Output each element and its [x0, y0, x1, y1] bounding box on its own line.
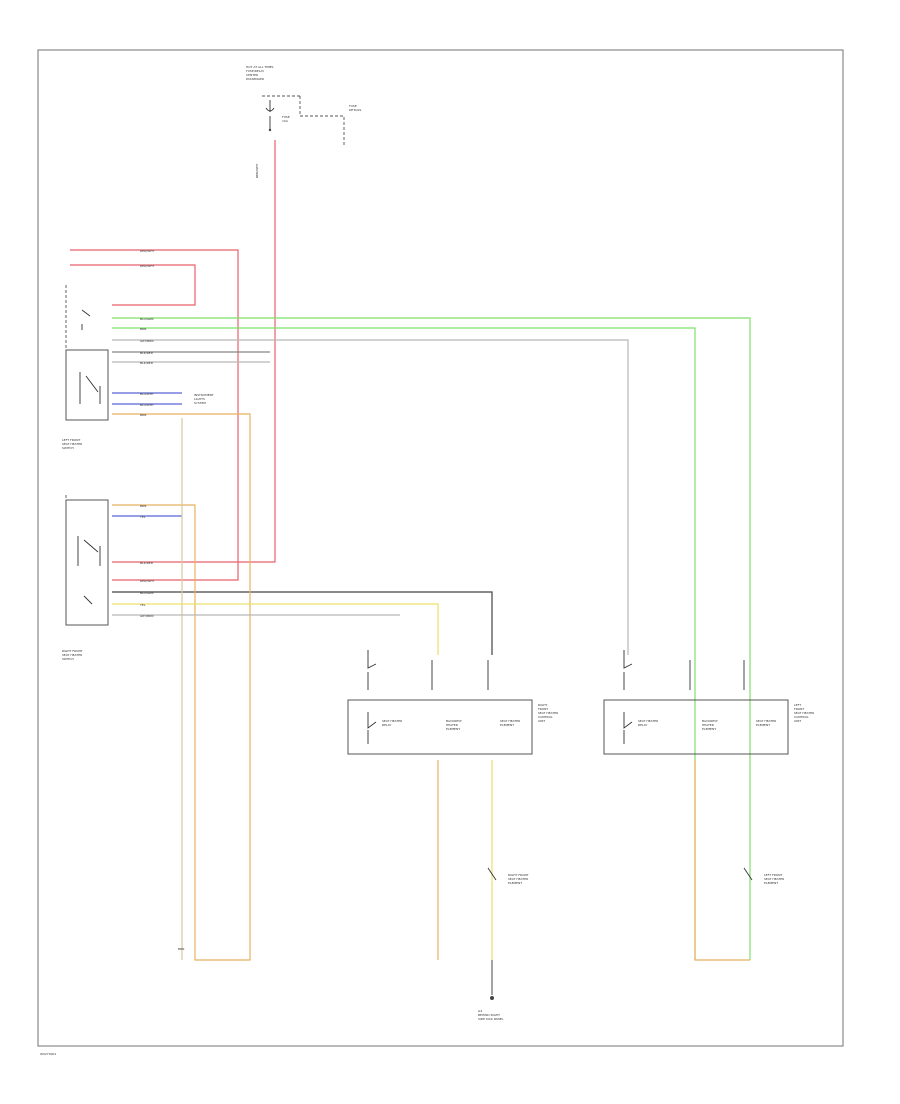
wire-tag: RED/WHT	[140, 249, 155, 253]
fuse-box-outline	[262, 95, 345, 146]
wire-tag: BLU/GRN	[140, 317, 153, 321]
right-element-icon	[487, 867, 497, 881]
left-switch-contact-icon	[79, 372, 101, 404]
gray-wire-a	[112, 339, 629, 655]
orange-return-wire	[112, 413, 251, 961]
wire-tag: BRN	[140, 413, 146, 417]
diagram-frame	[37, 49, 844, 1047]
left-module-box	[603, 699, 789, 755]
fuse-icon	[265, 100, 275, 132]
right-switch-inner	[65, 499, 109, 626]
left-switch-lamp-icon	[81, 309, 91, 330]
wire-tag: BLU/GRN	[140, 591, 153, 595]
wire-tag: YEL	[140, 603, 146, 607]
wire-tag: BLK/RED	[140, 351, 154, 355]
left-switch-inner	[65, 349, 109, 421]
wire-tag: BRN	[140, 327, 146, 331]
wires	[70, 140, 751, 961]
left-switch-outline	[65, 285, 108, 421]
red-feed-wire	[112, 140, 276, 563]
blk-wire-right	[112, 591, 493, 655]
wire-tags: RED/WHT RED/WHT BLU/GRN BRN GRY/BRN BLK/…	[140, 249, 184, 951]
wire-tag: BRN	[178, 947, 184, 951]
wire-tag: RED/WHT	[140, 264, 155, 268]
wire-tag: BRN	[140, 504, 146, 508]
wire-tag: RED/WHT	[140, 579, 155, 583]
right-module-box	[347, 699, 533, 755]
footer-code: W0274001	[40, 1052, 56, 1056]
left-module-relay-icon	[623, 712, 633, 744]
right-module-relay-icon	[367, 712, 377, 744]
right-switch-contact-icon	[77, 536, 101, 566]
wire-tag: BLU/WHT	[140, 392, 154, 396]
wire-tag: BLK/RED	[140, 361, 154, 365]
right-switch-lamp-icon	[83, 595, 93, 605]
left-module-input-switch-icon	[623, 650, 633, 690]
ground-icon	[490, 996, 494, 1000]
green-wire-b	[112, 327, 696, 960]
left-element-icon	[743, 867, 753, 881]
wire-tag-feed: RED/WHT	[255, 163, 259, 178]
right-switch-outline	[65, 495, 108, 626]
wire-tag: BLU/WHT	[140, 403, 154, 407]
right-module-input-switch-icon	[367, 650, 377, 690]
wire-tag: YEL	[140, 515, 146, 519]
yellow-wire-right	[112, 603, 439, 655]
green-wire-a	[112, 317, 751, 960]
left-module-out-orange	[694, 760, 750, 961]
wire-tag: GRY/BRN	[140, 614, 153, 618]
wire-tag: BLK/RED	[140, 561, 154, 565]
wire-tag: GRY/BRN	[140, 339, 153, 343]
red-wht-loop-b	[70, 264, 196, 306]
red-wht-loop-a	[70, 249, 239, 581]
